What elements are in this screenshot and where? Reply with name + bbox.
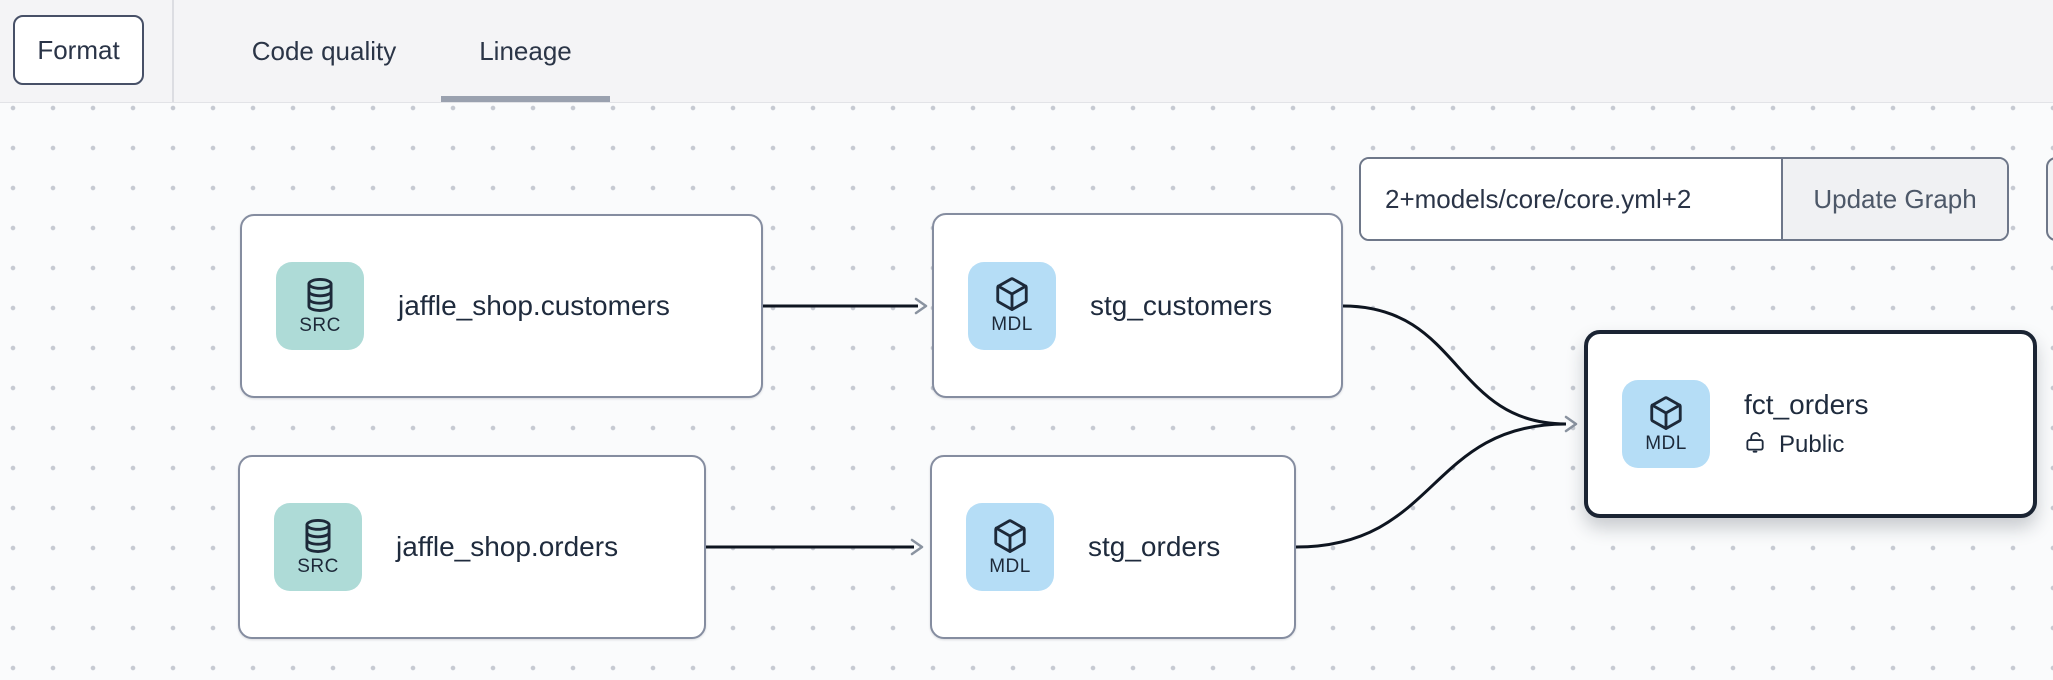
lineage-node-stg-customers[interactable]: MDL stg_customers [932, 213, 1343, 398]
editor-toolbar: Format Code quality Lineage [0, 0, 2053, 103]
access-label: Public [1779, 430, 1845, 458]
tab-lineage[interactable]: Lineage [479, 35, 572, 66]
cube-icon [1647, 394, 1685, 432]
node-label: stg_customers [1090, 289, 1273, 321]
node-label: stg_orders [1088, 531, 1221, 562]
model-badge: MDL [968, 261, 1056, 350]
lineage-canvas[interactable]: SRC jaffle_shop.customers MDL stg_custom… [0, 103, 2053, 680]
edge-stgorders-to-fct [1295, 422, 1567, 549]
arrowhead-icon [910, 538, 924, 556]
badge-label: MDL [991, 314, 1033, 335]
lineage-edges [706, 297, 1578, 556]
model-badge: MDL [966, 503, 1054, 591]
lock-open-icon [1744, 430, 1767, 460]
lineage-node-jaffle-shop-customers[interactable]: SRC jaffle_shop.customers [240, 214, 763, 398]
lineage-selector-group: Update Graph [1359, 157, 2009, 241]
lineage-node-stg-orders[interactable]: MDL stg_orders [930, 455, 1296, 639]
arrowhead-icon [914, 297, 928, 315]
lineage-node-jaffle-shop-orders[interactable]: SRC jaffle_shop.orders [238, 455, 706, 639]
badge-label: SRC [299, 314, 341, 336]
database-icon [301, 276, 339, 314]
edge-stgcustomers-to-fct [1342, 304, 1567, 426]
source-badge: SRC [274, 503, 362, 591]
arrowhead-icon [1564, 415, 1578, 433]
node-label: fct_orders [1744, 388, 1869, 420]
cube-icon [993, 275, 1031, 313]
tab-code-quality[interactable]: Code quality [251, 35, 397, 66]
node-label: jaffle_shop.customers [398, 290, 670, 321]
badge-label: MDL [989, 555, 1031, 577]
source-badge: SRC [276, 262, 364, 350]
model-badge: MDL [1622, 380, 1710, 468]
lineage-node-fct-orders[interactable]: MDL fct_orders Public [1584, 330, 2037, 518]
toolbar-divider [172, 0, 174, 102]
badge-label: SRC [297, 555, 339, 577]
cube-icon [991, 517, 1029, 555]
node-label: jaffle_shop.orders [396, 531, 619, 562]
lineage-selector-input[interactable] [1361, 159, 1781, 239]
lineage-toolbar-partial-button[interactable] [2046, 157, 2053, 241]
format-button[interactable]: Format [13, 15, 144, 85]
update-graph-button[interactable]: Update Graph [1781, 159, 2007, 239]
active-tab-underline [441, 96, 610, 102]
badge-label: MDL [1645, 432, 1687, 454]
database-icon [299, 517, 337, 555]
